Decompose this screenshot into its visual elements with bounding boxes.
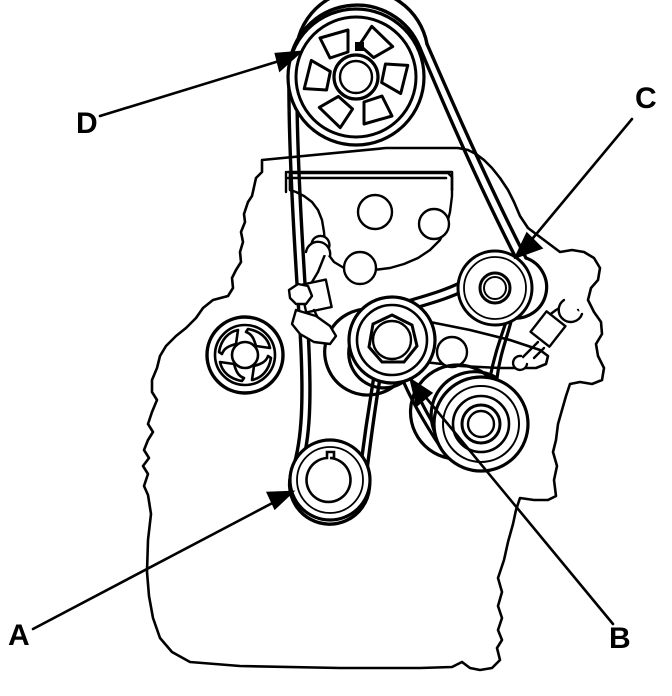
callout-label-d: D: [76, 107, 98, 140]
spring-body-right: [529, 310, 567, 348]
callout-label-b: B: [609, 622, 631, 655]
water-pump-pulley: [432, 375, 530, 473]
bracket-bolt-holes: [342, 193, 451, 286]
arrowhead-b: [408, 377, 434, 408]
camshaft-pulley-hub-inner: [338, 59, 374, 95]
bolt-hole-arm: [435, 335, 469, 369]
water-pump-pulley-hub-inner: [466, 409, 496, 439]
leader-line-c: [526, 117, 634, 246]
callout-leaders: [31, 50, 634, 631]
tensioner-spring-right: [511, 298, 584, 372]
accessory-pulley-spokes: [217, 327, 273, 383]
arrowhead-d: [274, 50, 304, 73]
arrowhead-c: [513, 231, 544, 260]
bolt-hole-lower: [342, 250, 378, 286]
leader-line-b: [421, 392, 615, 626]
crankshaft-pulley: [288, 438, 372, 522]
bolt-hole-right: [417, 207, 451, 241]
camshaft-pulley: [286, 7, 426, 147]
accessory-pulley: [205, 315, 285, 395]
idler-pulley-rim: [463, 256, 527, 320]
water-pump-pulley-rim: [442, 385, 520, 463]
idler-pulley: [456, 249, 534, 327]
idler-pulley-hub-inner: [483, 276, 507, 300]
leader-line-a: [31, 497, 282, 631]
water-pump-pulley-mid: [451, 394, 511, 454]
bracket-ear-left: [287, 282, 338, 346]
callout-label-a: A: [8, 619, 30, 652]
callout-label-c: C: [635, 82, 657, 115]
leader-line-d: [98, 56, 291, 118]
camshaft-timing-mark-icon: [355, 42, 364, 51]
camshaft-pulley-spokes: [302, 24, 410, 130]
accessory-pulley-hub: [230, 340, 260, 370]
bolt-hole-upper: [356, 193, 394, 231]
crankshaft-pulley-rim: [296, 446, 364, 514]
bracket-top-ledge: [286, 170, 454, 192]
tensioner-pulley-hub-inner: [371, 319, 413, 361]
arrowhead-a: [265, 490, 296, 511]
crankshaft-pulley-hub-keyway: [305, 450, 352, 504]
tensioner-pulley: [347, 295, 437, 385]
